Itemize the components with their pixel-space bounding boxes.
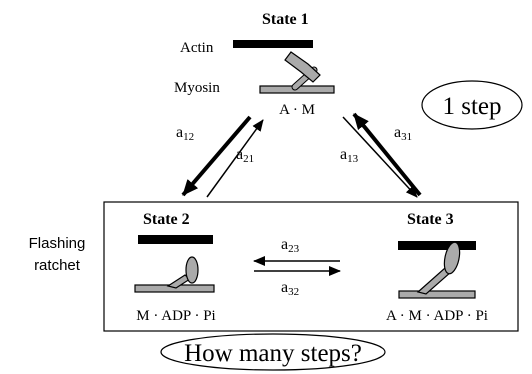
state-2-actin-filament — [138, 235, 213, 244]
one-step-callout: 1 step — [421, 80, 523, 130]
state-3-myosin-filament — [398, 290, 476, 299]
arrow-a12 — [181, 115, 252, 197]
state-3-actin-filament — [398, 241, 476, 250]
state-2-myosin-head — [185, 256, 199, 284]
state-2-title: State 2 — [143, 211, 190, 228]
rate-a21: a21 — [236, 146, 254, 165]
state-2: State 2 M · ADP · Pi — [134, 211, 216, 324]
state-2-complex-label: M · ADP · Pi — [136, 308, 215, 324]
state-1-myosin-head — [284, 51, 321, 83]
actin-label: Actin — [180, 40, 214, 56]
flashing-label-line2: ratchet — [34, 257, 81, 274]
how-many-steps-callout: How many steps? — [160, 333, 386, 371]
rate-a23: a23 — [281, 236, 300, 255]
rate-a12: a12 — [176, 124, 194, 143]
state-3: State 3 A · M · ADP · Pi — [386, 211, 488, 324]
flashing-ratchet-box — [103, 201, 519, 332]
state-3-title: State 3 — [407, 211, 454, 228]
state-1-title: State 1 — [262, 11, 309, 28]
state-3-myosin-head — [443, 241, 461, 275]
rate-a13: a13 — [340, 146, 359, 165]
how-many-steps-text: How many steps? — [184, 340, 362, 367]
flashing-label-line1: Flashing — [29, 235, 86, 252]
state-1-actin-filament — [233, 40, 313, 48]
state-3-complex-label: A · M · ADP · Pi — [386, 308, 488, 324]
state-1-complex-label: A · M — [279, 102, 315, 118]
arrow-a31 — [352, 112, 422, 197]
one-step-text: 1 step — [442, 93, 501, 120]
how-many-steps-ellipse — [160, 333, 386, 371]
rate-a31: a31 — [394, 124, 412, 143]
rate-a32: a32 — [281, 279, 299, 298]
state-1: State 1 Actin Myosin A · M — [174, 11, 335, 118]
arrow-a13 — [342, 116, 418, 198]
myosin-label: Myosin — [174, 80, 220, 96]
arrow-a21 — [206, 119, 264, 198]
one-step-ellipse — [421, 80, 523, 130]
